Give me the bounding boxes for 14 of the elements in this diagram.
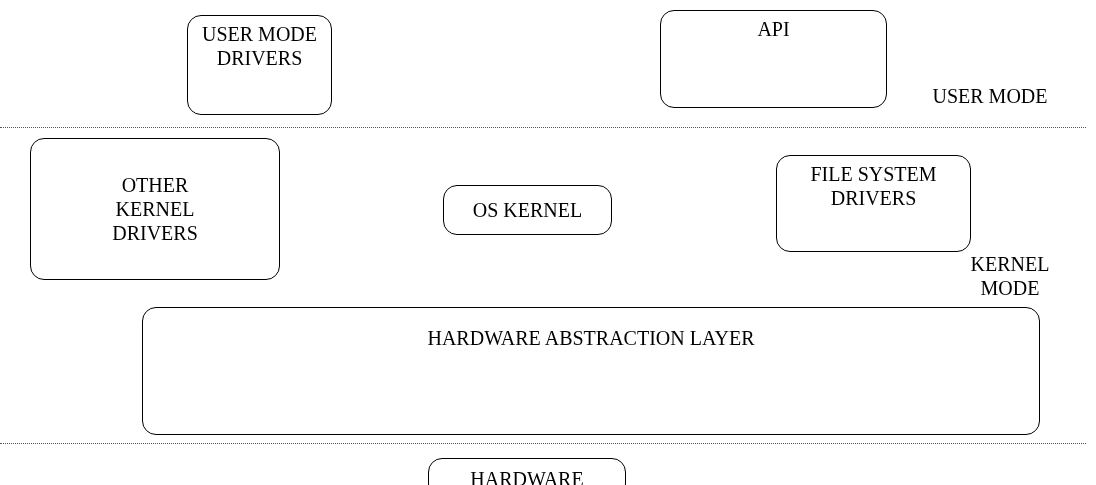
- api-box: [660, 10, 887, 108]
- driver-box: [187, 15, 332, 115]
- node-text: OTHER KERNEL DRIVERS: [111, 173, 199, 245]
- node-text: FILE SYSTEM DRIVERS: [809, 162, 938, 210]
- node-text: API: [757, 17, 790, 41]
- kernel-box: [443, 185, 612, 235]
- layer-box: [142, 307, 1040, 435]
- region-label: USER MODE: [931, 84, 1049, 108]
- node-text: OS KERNEL: [472, 198, 583, 222]
- node-text: HARDWARE ABSTRACTION LAYER: [427, 326, 755, 350]
- node-text: USER MODE DRIVERS: [201, 22, 318, 70]
- driver-box: [776, 155, 971, 252]
- driver-box: [30, 138, 280, 280]
- region-label: KERNEL MODE: [969, 252, 1051, 300]
